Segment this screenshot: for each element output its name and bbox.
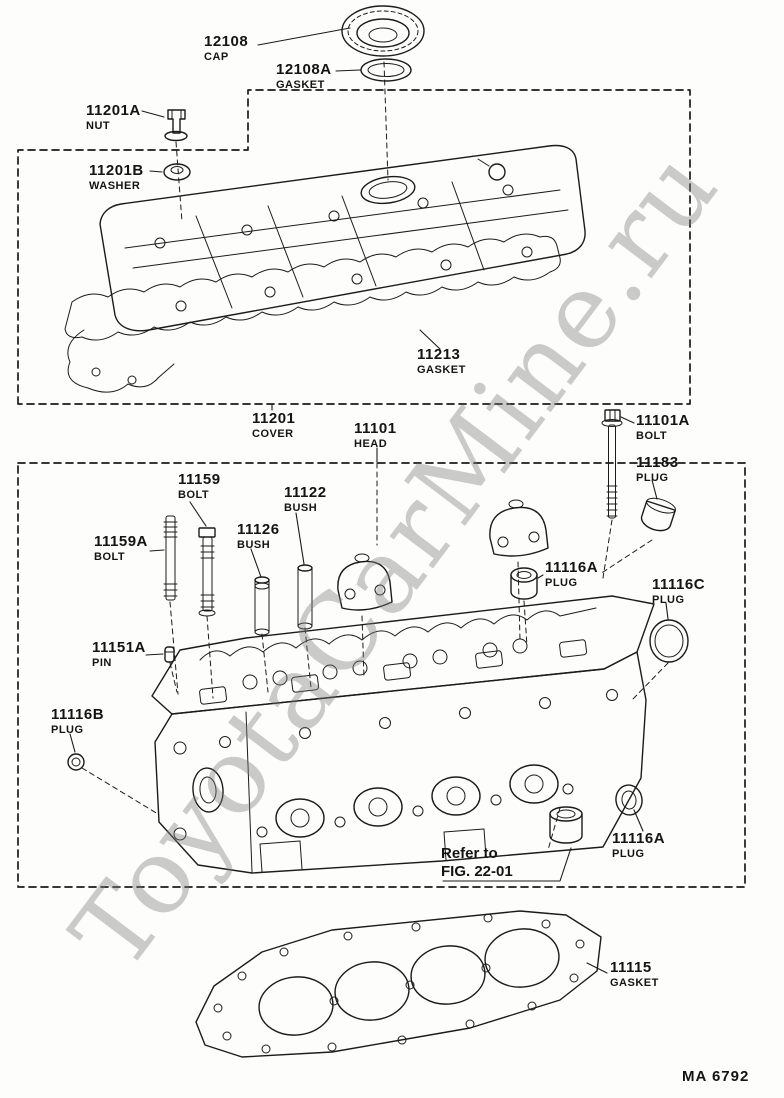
plug-11116b bbox=[67, 753, 85, 771]
part-name: BUSH bbox=[284, 501, 318, 514]
part-code: 11101A bbox=[636, 412, 690, 429]
part-name: BOLT bbox=[636, 429, 668, 442]
part-code: 11151A bbox=[92, 639, 146, 656]
part-label-11116a-top: 11116A PLUG bbox=[545, 560, 598, 589]
part-code: 11116B bbox=[51, 706, 105, 723]
rocker-pedestal-rear bbox=[489, 499, 549, 557]
part-label-11201b: 11201B WASHER bbox=[89, 163, 144, 192]
part-code: 11201B bbox=[89, 162, 144, 179]
part-label-11213: 11213 GASKET bbox=[417, 347, 466, 376]
cup-plug-11116a-top bbox=[510, 567, 538, 600]
part-code: 12108A bbox=[276, 61, 332, 78]
part-label-11159: 11159 BOLT bbox=[178, 472, 221, 501]
part-label-11116b: 11116B PLUG bbox=[51, 707, 104, 736]
plug-11116c bbox=[649, 619, 689, 663]
part-name: PLUG bbox=[636, 471, 669, 484]
part-code: 11116A bbox=[612, 830, 666, 847]
part-label-11159a: 11159A BOLT bbox=[94, 534, 148, 563]
part-name: BOLT bbox=[94, 550, 126, 563]
part-label-12108: 12108 CAP bbox=[204, 34, 248, 63]
part-code: 11126 bbox=[237, 521, 280, 538]
part-label-11101: 11101 HEAD bbox=[354, 421, 397, 450]
part-label-11183: 11183 PLUG bbox=[636, 455, 679, 484]
part-name: PLUG bbox=[652, 593, 685, 606]
part-name: NUT bbox=[86, 119, 111, 132]
part-name: GASKET bbox=[276, 78, 325, 91]
pin-11151a bbox=[164, 646, 175, 663]
part-name: GASKET bbox=[610, 976, 659, 989]
cover-washer bbox=[163, 163, 191, 181]
half-moon-plug-11183 bbox=[640, 497, 676, 532]
part-code: 11159 bbox=[178, 471, 221, 488]
leader-lines bbox=[69, 27, 669, 974]
part-label-11122: 11122 BUSH bbox=[284, 485, 327, 514]
figure-code: MA 6792 bbox=[682, 1068, 750, 1085]
part-label-12108a: 12108A GASKET bbox=[276, 62, 332, 91]
part-name: PLUG bbox=[51, 723, 84, 736]
oil-filler-cap bbox=[341, 5, 425, 57]
assembly-box-cover bbox=[17, 89, 691, 405]
part-code: 11201 bbox=[252, 410, 296, 427]
part-name: CAP bbox=[204, 50, 229, 63]
reference-note-line1: Refer to bbox=[441, 845, 498, 862]
part-label-11116c: 11116C PLUG bbox=[652, 577, 705, 606]
reference-note-line2: FIG. 22-01 bbox=[441, 862, 513, 880]
cup-plug-fig22 bbox=[549, 806, 583, 844]
part-code: 11116C bbox=[652, 576, 706, 593]
part-name: BOLT bbox=[178, 488, 210, 501]
part-code: 11122 bbox=[284, 484, 327, 501]
valve-cover bbox=[99, 144, 586, 332]
part-name: GASKET bbox=[417, 363, 466, 376]
part-code: 11201A bbox=[86, 102, 141, 119]
part-code: 11183 bbox=[636, 454, 679, 471]
part-code: 11101 bbox=[354, 420, 397, 437]
part-code: 11115 bbox=[610, 959, 652, 976]
part-code: 12108 bbox=[204, 33, 249, 50]
assembly-box-head bbox=[17, 462, 746, 888]
part-code: 11159A bbox=[94, 533, 148, 550]
cover-nut bbox=[164, 109, 188, 142]
part-label-11116a-bottom: 11116A PLUG bbox=[612, 831, 665, 860]
cover-gasket bbox=[64, 233, 561, 393]
part-name: WASHER bbox=[89, 179, 141, 192]
stud-bolt-11159 bbox=[198, 527, 216, 617]
part-code: 11213 bbox=[417, 346, 461, 363]
part-label-11101a: 11101A BOLT bbox=[636, 413, 690, 442]
part-label-11201a: 11201A NUT bbox=[86, 103, 141, 132]
centerlines bbox=[81, 61, 669, 851]
head-gasket bbox=[195, 910, 602, 1058]
part-name: BUSH bbox=[237, 538, 271, 551]
rocker-pedestal-front bbox=[337, 553, 393, 611]
part-name: PLUG bbox=[612, 847, 645, 860]
part-name: COVER bbox=[252, 427, 294, 440]
part-name: PIN bbox=[92, 656, 112, 669]
reference-note: Refer to FIG. 22-01 bbox=[441, 845, 513, 880]
part-code: 11116A bbox=[545, 559, 599, 576]
cylinder-head bbox=[151, 595, 655, 874]
bush-11126 bbox=[254, 576, 270, 636]
part-label-11151a: 11151A PIN bbox=[92, 640, 146, 669]
cap-gasket bbox=[360, 58, 412, 82]
bush-11122 bbox=[297, 564, 313, 630]
part-label-11126: 11126 BUSH bbox=[237, 522, 280, 551]
head-bolt-11101a bbox=[601, 409, 623, 519]
part-name: PLUG bbox=[545, 576, 578, 589]
part-label-11201: 11201 COVER bbox=[252, 411, 295, 440]
part-label-11115: 11115 GASKET bbox=[610, 960, 659, 989]
part-name: HEAD bbox=[354, 437, 388, 450]
stud-bolt-11159a bbox=[163, 515, 178, 601]
